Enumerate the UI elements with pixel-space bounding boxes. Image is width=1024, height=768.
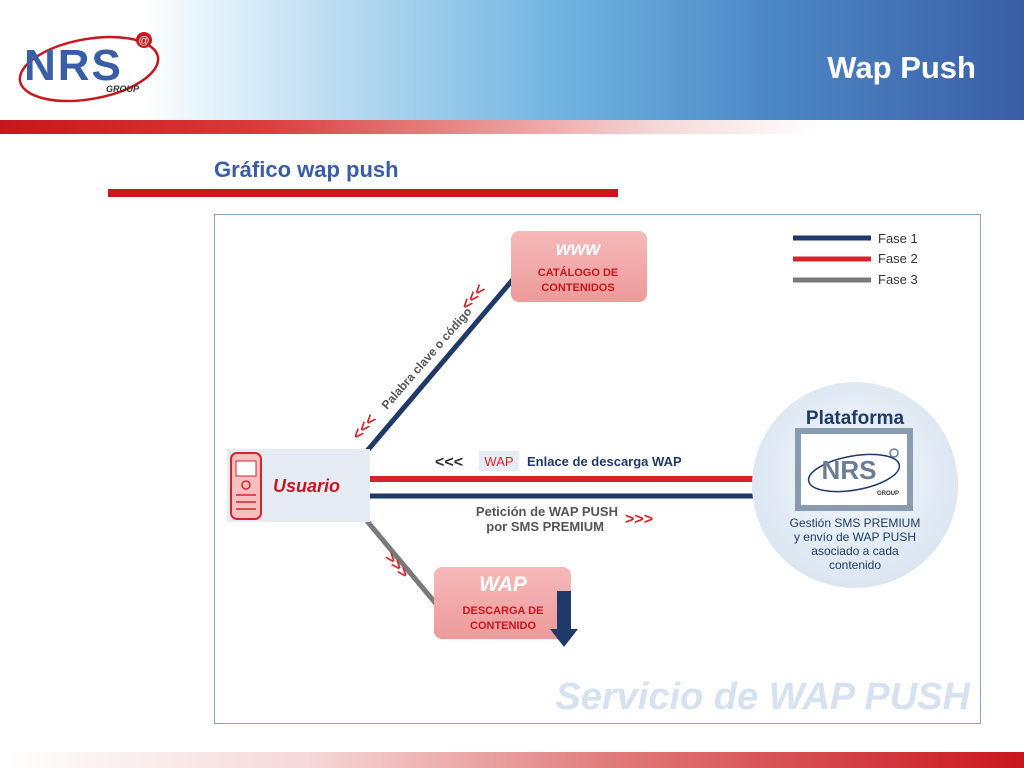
legend-label-phase2: Fase 2 xyxy=(878,251,918,266)
legend-label-phase3: Fase 3 xyxy=(878,272,918,287)
platform-title: Plataforma xyxy=(806,408,905,429)
wap-push-diagram: Servicio de WAP PUSH Fase 1 Fase 2 Fase … xyxy=(227,231,972,718)
platform-logo-sub: GROUP xyxy=(877,491,899,497)
platform-logo-swoosh xyxy=(807,453,901,493)
request-label-line2: por SMS PREMIUM xyxy=(486,519,604,534)
phase3-line-to-download xyxy=(365,519,439,607)
catalog-box: www CATÁLOGO DE CONTENIDOS xyxy=(511,231,647,302)
download-box-bg xyxy=(434,567,571,639)
platform-desc-line3: asociado a cada xyxy=(811,544,899,558)
download-link-label: Enlace de descarga WAP xyxy=(527,454,682,469)
download-arrow-icon xyxy=(550,591,578,647)
keyword-label: Palabra clave o código xyxy=(379,305,475,412)
legend: Fase 1 Fase 2 Fase 3 xyxy=(793,231,918,287)
header-rule xyxy=(0,120,1024,134)
logo-sub: GROUP xyxy=(106,84,140,94)
request-label-line1: Petición de WAP PUSH xyxy=(476,504,618,519)
platform-logo-at-icon xyxy=(889,448,899,458)
mobile-phone-icon xyxy=(230,452,262,520)
platform-desc-line2: y envío de WAP PUSH xyxy=(794,530,916,544)
download-box-line2: CONTENIDO xyxy=(470,620,536,632)
platform-desc-line4: contenido xyxy=(829,558,881,572)
diagram-frame: Servicio de WAP PUSH Fase 1 Fase 2 Fase … xyxy=(214,214,981,724)
wap-tag-box xyxy=(479,451,519,471)
logo-at-icon: @ xyxy=(138,35,149,47)
phase1-line-to-catalog xyxy=(365,275,517,453)
download-box-heading: WAP xyxy=(479,573,528,596)
logo-swoosh xyxy=(18,35,160,103)
arrows-to-download: >>> xyxy=(381,550,412,582)
user-node: Usuario xyxy=(227,449,370,522)
nrs-logo: NRS @ GROUP xyxy=(18,32,160,103)
arrows-download-link: <<< xyxy=(435,454,463,471)
download-box-line1: DESCARGA DE xyxy=(463,605,544,617)
slide-header: Wap Push xyxy=(0,0,1024,120)
legend-label-phase1: Fase 1 xyxy=(878,231,918,246)
platform-desc-line1: Gestión SMS PREMIUM xyxy=(790,516,921,530)
user-label: Usuario xyxy=(273,476,340,496)
section-title: Gráfico wap push xyxy=(214,157,399,182)
logo-text: NRS xyxy=(24,41,123,90)
platform-node: Plataforma NRS GROUP Gestión SMS PREMIUM… xyxy=(752,382,958,588)
footer-rule xyxy=(0,752,1024,768)
slide-title: Wap Push xyxy=(827,50,976,85)
download-box: WAP DESCARGA DE CONTENIDO xyxy=(434,567,578,647)
section-rule xyxy=(108,189,618,197)
catalog-box-line2: CONTENIDOS xyxy=(541,282,614,294)
watermark: Servicio de WAP PUSH xyxy=(555,676,971,718)
wap-tag: WAP xyxy=(484,454,513,469)
arrows-request: >>> xyxy=(625,511,653,528)
platform-logo-text: NRS xyxy=(822,455,877,485)
catalog-box-heading: www xyxy=(556,239,602,260)
catalog-box-bg xyxy=(511,231,647,302)
logo-at-badge xyxy=(136,32,152,48)
catalog-box-line1: CATÁLOGO DE xyxy=(538,266,618,279)
